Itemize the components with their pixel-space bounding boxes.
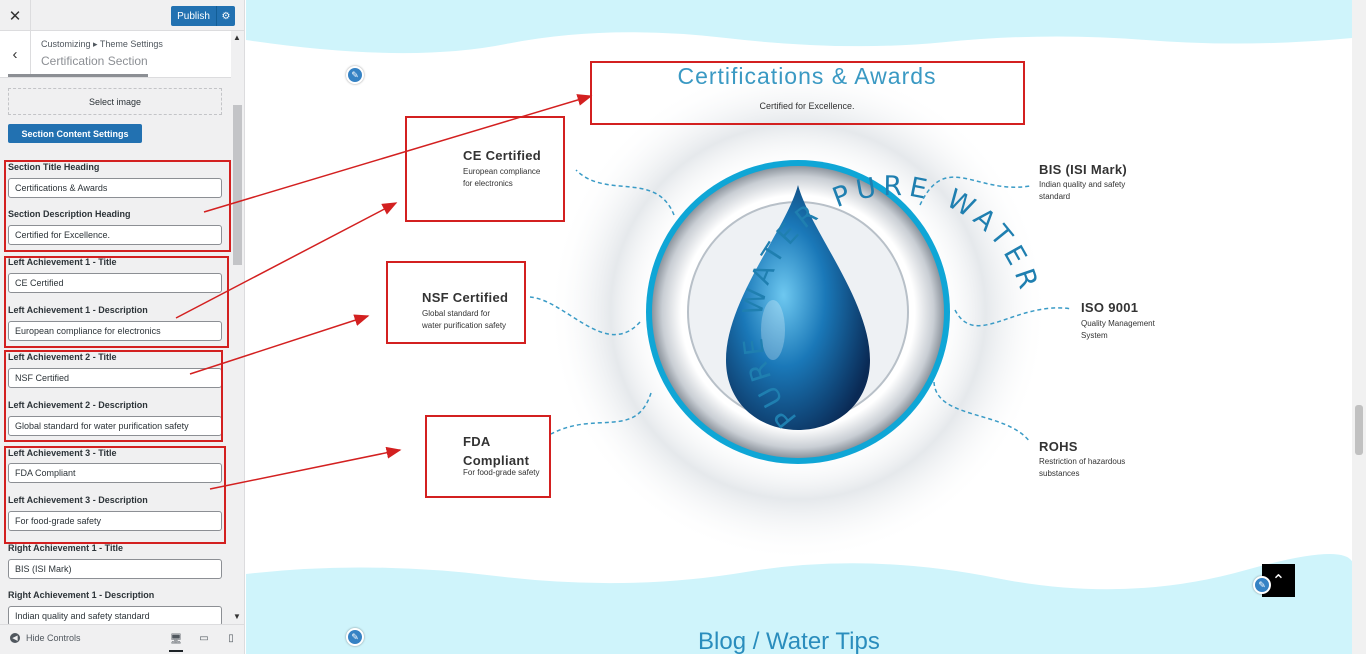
water-drop-icon — [726, 185, 870, 430]
field-label: Section Title Heading — [8, 162, 100, 172]
hide-controls-button[interactable]: ◀ Hide Controls — [10, 633, 81, 643]
right-achievement-1-title-input[interactable]: BIS (ISI Mark) — [8, 559, 222, 579]
edit-shortcut-icon[interactable]: ✎ — [346, 66, 364, 84]
field-label: Left Achievement 3 - Description — [8, 495, 148, 505]
gear-icon: ⚙ — [221, 10, 231, 22]
right-achievement-3-title: ROHS — [1039, 439, 1078, 454]
annotation-box — [590, 61, 1025, 125]
field-label: Left Achievement 1 - Title — [8, 257, 117, 267]
chevron-up-icon: ⌃ — [1271, 572, 1286, 590]
mobile-preview-icon[interactable]: ▯ — [228, 632, 234, 644]
back-button[interactable]: ‹ — [0, 31, 31, 77]
left-achievement-1-description-input[interactable]: European compliance for electronics — [8, 321, 222, 341]
preview-background: PURE WATER PURE WATER — [246, 0, 1352, 654]
section-subheading: Certified for Excellence. — [759, 101, 855, 111]
field-label: Section Description Heading — [8, 209, 131, 219]
hide-controls-label: Hide Controls — [26, 633, 81, 643]
edit-shortcut-icon[interactable]: ✎ — [1253, 576, 1271, 594]
scroll-to-top-button[interactable]: ⌃ — [1262, 564, 1295, 597]
right-achievement-1-title: BIS (ISI Mark) — [1039, 162, 1127, 177]
edit-shortcut-icon[interactable]: ✎ — [346, 628, 364, 646]
left-achievement-3-description-input[interactable]: For food-grade safety — [8, 511, 222, 531]
desc-line: standard — [1039, 192, 1071, 201]
breadcrumb: Customizing ▸ Theme Settings — [41, 39, 163, 49]
site-preview: PURE WATER PURE WATER ✎ ✎ Certifications… — [246, 0, 1352, 654]
top-wave — [246, 0, 1352, 54]
scroll-up-arrow-icon[interactable]: ▲ — [233, 33, 241, 42]
desc-line: water purification safety — [422, 321, 507, 330]
customizer-sidebar: ✕ Publish ⚙ ‹ Customizing ▸ Theme Settin… — [0, 0, 245, 654]
left-achievement-2-title: NSF Certified — [422, 290, 509, 305]
bottom-wave — [246, 553, 1352, 654]
customizer-footer: ◀ Hide Controls 🖥 ▭ ▯ — [0, 624, 244, 654]
field-label: Left Achievement 2 - Description — [8, 400, 148, 410]
preview-scrollbar[interactable] — [1352, 0, 1366, 654]
right-achievement-1-description-input[interactable]: Indian quality and safety standard — [8, 606, 222, 626]
customizer-topbar: ✕ Publish ⚙ — [0, 0, 244, 31]
preview-scrollbar-thumb[interactable] — [1355, 405, 1363, 455]
desc-line: Restriction of hazardous — [1039, 457, 1126, 466]
left-achievement-2-desc: Global standard for water purification sa… — [422, 308, 506, 332]
right-achievement-3-desc: Restriction of hazardous substances — [1039, 456, 1125, 480]
right-achievement-2-title: ISO 9001 — [1081, 300, 1139, 315]
sidebar-scrollbar-thumb[interactable] — [233, 105, 242, 265]
annotation-box — [4, 446, 226, 544]
annotation-box — [425, 415, 551, 498]
tablet-preview-icon[interactable]: ▭ — [199, 632, 209, 644]
annotation-box — [405, 116, 565, 222]
annotation-box — [4, 160, 231, 252]
desc-line: System — [1081, 331, 1108, 340]
drop-highlight — [761, 300, 785, 360]
section-content-settings-button[interactable]: Section Content Settings — [8, 124, 142, 143]
desc-line: substances — [1039, 469, 1080, 478]
close-icon: ✕ — [8, 7, 22, 25]
section-title: Certification Section — [41, 54, 148, 68]
blog-section-heading: Blog / Water Tips — [698, 628, 880, 654]
field-label: Left Achievement 1 - Description — [8, 305, 148, 315]
close-customizer-button[interactable]: ✕ — [0, 0, 31, 31]
title-line: FDA — [463, 434, 491, 449]
scroll-down-arrow-icon[interactable]: ▼ — [233, 612, 241, 621]
field-label: Left Achievement 3 - Title — [8, 448, 117, 458]
desc-line: Global standard for — [422, 309, 491, 318]
select-image-button[interactable]: Select image — [8, 88, 222, 115]
publish-button[interactable]: Publish — [171, 6, 216, 26]
cut-off-label — [8, 70, 218, 77]
annotation-box — [4, 350, 223, 442]
desc-line: Indian quality and safety — [1039, 180, 1126, 189]
field-label: Left Achievement 2 - Title — [8, 352, 117, 362]
left-achievement-3-desc: For food-grade safety — [463, 468, 540, 477]
annotation-box — [4, 256, 229, 348]
title-line: Compliant — [463, 453, 530, 468]
section-heading: Certifications & Awards — [677, 63, 937, 89]
field-label: Right Achievement 1 - Title — [8, 543, 124, 553]
left-achievement-1-title-input[interactable]: CE Certified — [8, 273, 222, 293]
back-arrow-icon: ‹ — [12, 45, 18, 63]
collapse-icon: ◀ — [10, 633, 20, 643]
section-description-input[interactable]: Certified for Excellence. — [8, 225, 222, 245]
right-achievement-1-desc: Indian quality and safety standard — [1039, 179, 1125, 203]
field-label: Right Achievement 1 - Description — [8, 590, 155, 600]
annotation-box — [386, 261, 526, 344]
publish-settings-button[interactable]: ⚙ — [216, 6, 235, 26]
section-header: ‹ Customizing ▸ Theme Settings Certifica… — [0, 31, 231, 78]
desktop-preview-icon[interactable]: 🖥 — [169, 628, 183, 652]
desc-line: Quality Management — [1081, 319, 1155, 328]
left-achievement-3-title: FDA Compliant — [463, 432, 529, 470]
